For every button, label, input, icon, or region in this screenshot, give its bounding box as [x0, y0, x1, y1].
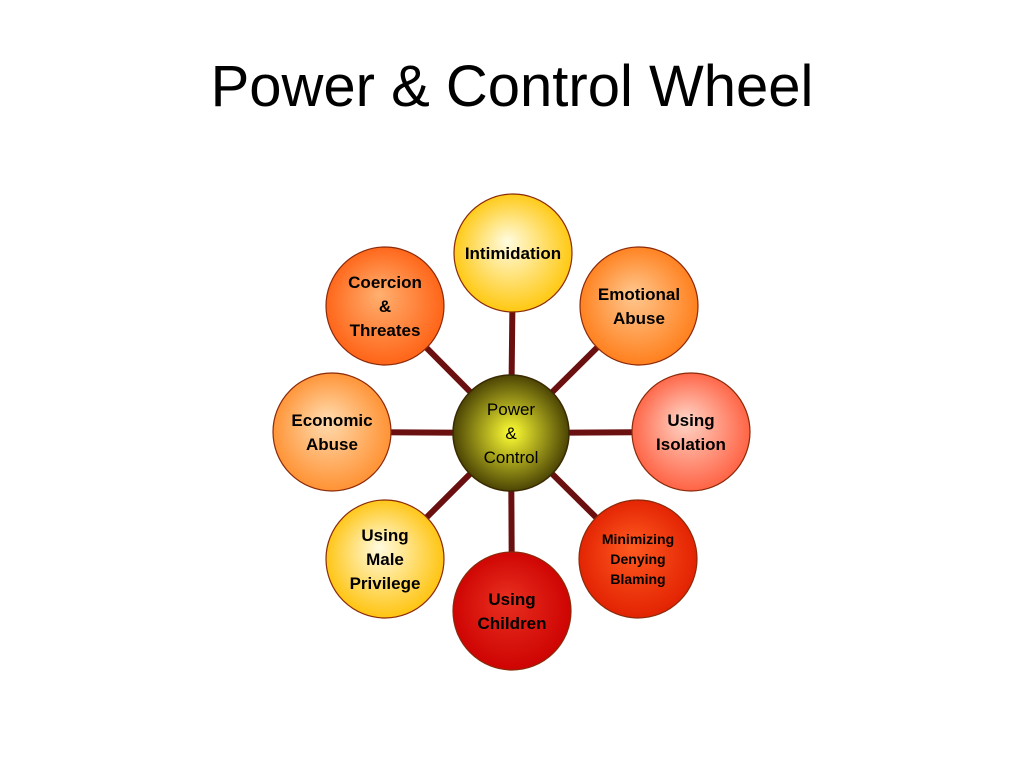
using-children-circle [452, 551, 572, 671]
economic-abuse-circle [272, 372, 392, 492]
node-intimidation: Intimidation [453, 193, 573, 313]
using-children-label-line: Using [488, 590, 535, 609]
using-male-privilege-label-line: Using [361, 526, 408, 545]
minimizing-denying-blaming-circle [578, 499, 698, 619]
using-isolation-circle [631, 372, 751, 492]
using-male-privilege-circle [325, 499, 445, 619]
hub-label-line: & [505, 424, 517, 443]
coercion-threates-label-line: Threates [350, 321, 421, 340]
intimidation-circle [453, 193, 573, 313]
using-isolation-label-line: Using [667, 411, 714, 430]
hub-circle [452, 374, 570, 492]
coercion-threates-circle [325, 246, 445, 366]
using-children-label-line: Children [478, 614, 547, 633]
node-coercion-threates: Coercion & Threates [325, 246, 445, 366]
minimizing-denying-blaming-label-line: Denying [610, 551, 665, 567]
hub-label-line: Power [487, 400, 536, 419]
using-isolation-label-line: Isolation [656, 435, 726, 454]
using-male-privilege-label-line: Privilege [350, 574, 421, 593]
coercion-threates-label-line: Coercion [348, 273, 422, 292]
hub-label-line: Control [484, 448, 539, 467]
economic-abuse-label-line: Economic [291, 411, 372, 430]
minimizing-denying-blaming-label-line: Minimizing [602, 531, 674, 547]
emotional-abuse-label-line: Abuse [613, 309, 665, 328]
coercion-threates-label-line: & [379, 297, 391, 316]
economic-abuse-label-line: Abuse [306, 435, 358, 454]
hub: Power & Control [452, 374, 570, 492]
outer-nodes: IntimidationEmotionalAbuseUsingIsolation… [272, 193, 751, 671]
page-title: Power & Control Wheel [210, 54, 814, 119]
minimizing-denying-blaming-label-line: Blaming [610, 571, 665, 587]
intimidation-label-line: Intimidation [465, 244, 561, 263]
using-male-privilege-label-line: Male [366, 550, 404, 569]
emotional-abuse-circle [579, 246, 699, 366]
emotional-abuse-label-line: Emotional [598, 285, 680, 304]
